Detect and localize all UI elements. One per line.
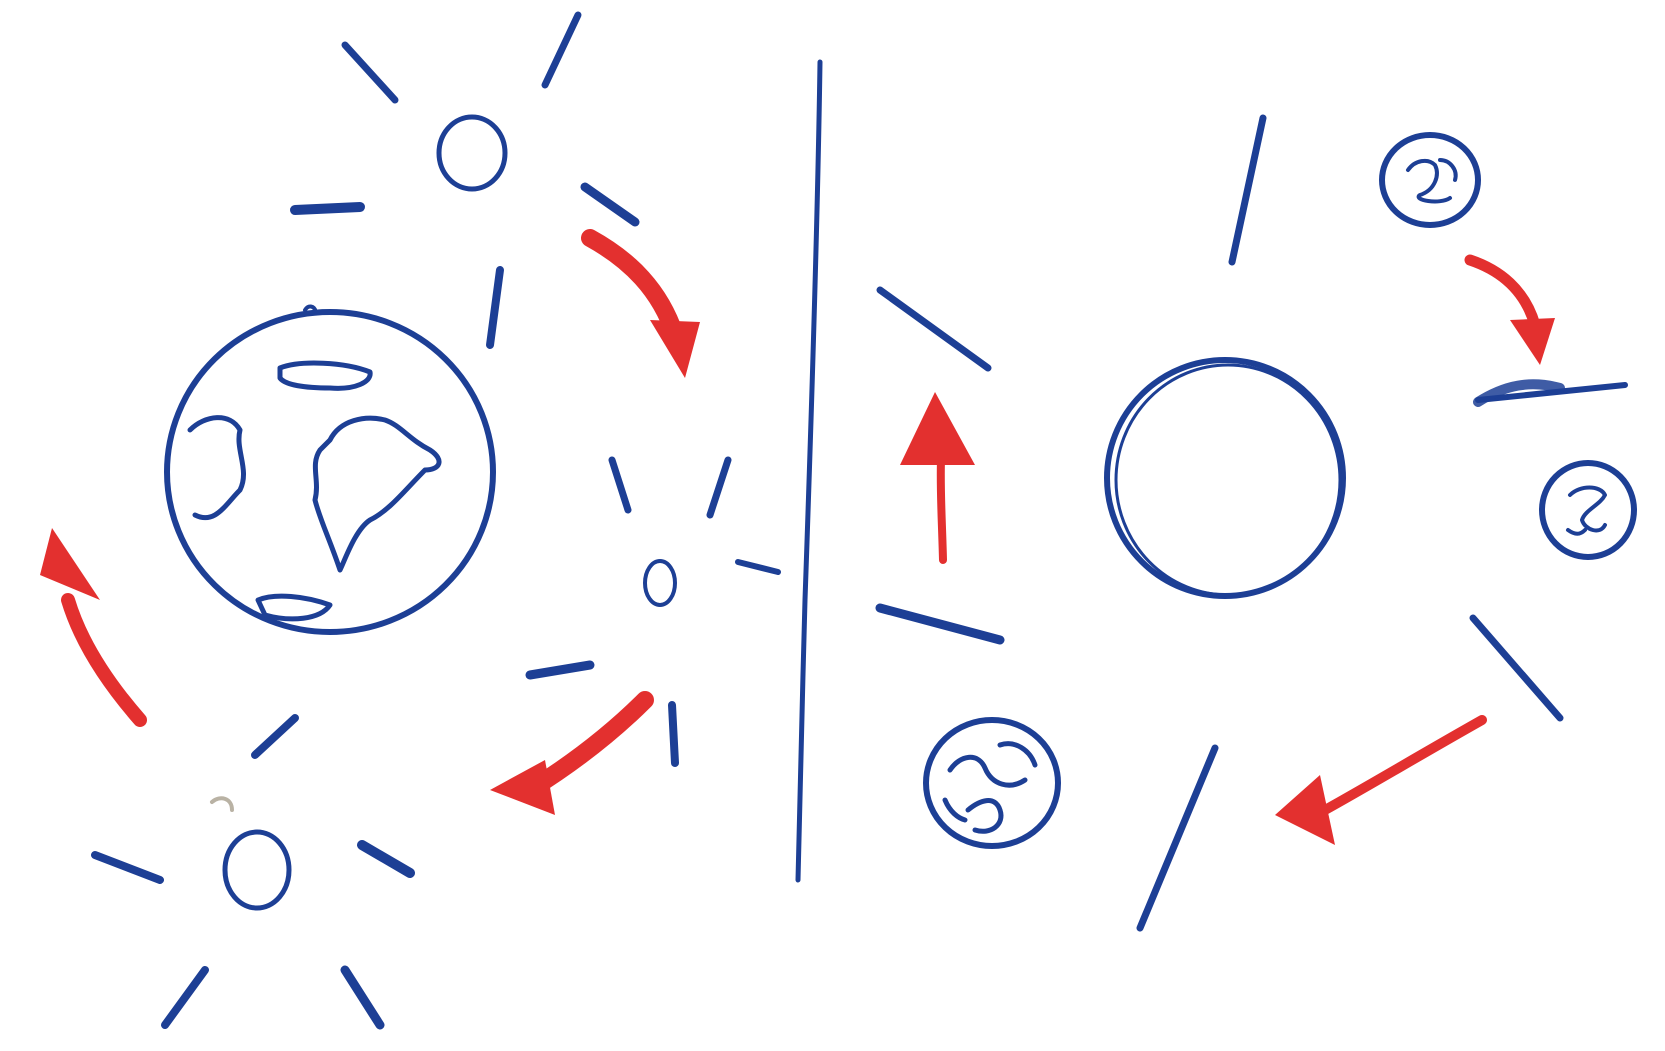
sun-icon — [95, 718, 410, 1025]
curved-arrow-icon — [590, 238, 700, 378]
arrow-shaft — [68, 600, 140, 720]
sun-ray — [738, 562, 778, 572]
sun-ray — [612, 460, 628, 510]
curved-arrow-icon — [40, 528, 140, 720]
sun-ray — [880, 608, 1000, 640]
continent-shape — [1440, 160, 1456, 180]
continent-shape — [280, 363, 370, 388]
arrow-head — [900, 392, 975, 465]
sun-ray — [585, 187, 635, 222]
continent-shape — [258, 596, 330, 619]
arrow-head — [40, 528, 100, 600]
continent-shape — [1568, 530, 1585, 534]
sun-ray — [295, 207, 360, 210]
sun-ray — [362, 845, 410, 873]
curved-arrow-icon — [490, 700, 645, 815]
sun-ray — [95, 855, 160, 880]
sun-ray — [530, 665, 590, 675]
sun-ray — [672, 705, 675, 763]
arrow-shaft — [941, 460, 943, 560]
arrow-shaft — [590, 238, 675, 335]
earth-icon — [926, 720, 1058, 846]
sun-ray — [255, 718, 295, 755]
continent-shape — [1408, 161, 1450, 202]
sun-ray — [345, 970, 380, 1025]
sun-core — [645, 561, 675, 605]
sun-ray — [710, 460, 728, 515]
sun-ray — [1140, 748, 1215, 928]
sun-ray — [490, 270, 500, 345]
left-panel — [40, 15, 778, 1025]
arrow-head — [1510, 318, 1555, 365]
sun-core — [225, 832, 289, 908]
earth-outline — [167, 312, 493, 632]
sun-core — [439, 117, 505, 189]
sun-ray — [165, 970, 205, 1025]
sun-core — [1116, 365, 1340, 595]
sun-icon — [295, 15, 635, 345]
continent-shape — [945, 800, 965, 820]
arrow-head — [650, 320, 700, 378]
panel-divider — [798, 62, 820, 880]
sun-core-tail — [212, 798, 232, 810]
continent-shape — [315, 418, 439, 570]
continent-shape — [968, 801, 1001, 832]
right-panel — [880, 118, 1634, 928]
arrow-icon — [1275, 720, 1482, 845]
sun-ray — [1473, 618, 1560, 718]
arrow-icon — [900, 392, 975, 560]
continent-shape — [1000, 744, 1035, 765]
arrow-head — [490, 760, 555, 815]
sun-ray — [1232, 118, 1263, 262]
continent-shape — [190, 418, 244, 518]
arrow-head — [1275, 775, 1335, 845]
earth-icon — [1382, 135, 1478, 225]
continent-shape — [950, 757, 1025, 785]
sun-icon — [530, 460, 778, 763]
earth-icon — [1542, 463, 1634, 557]
sun-ray — [345, 45, 395, 100]
curved-arrow-icon — [1470, 260, 1555, 365]
sun-icon — [880, 118, 1625, 928]
sun-ray — [545, 15, 578, 85]
earth-icon — [167, 306, 493, 632]
arrow-shaft — [1325, 720, 1482, 810]
sun-ray — [880, 290, 988, 368]
continent-shape — [1570, 488, 1605, 531]
earth-outline — [1382, 135, 1478, 225]
arrow-shaft — [1470, 260, 1535, 325]
